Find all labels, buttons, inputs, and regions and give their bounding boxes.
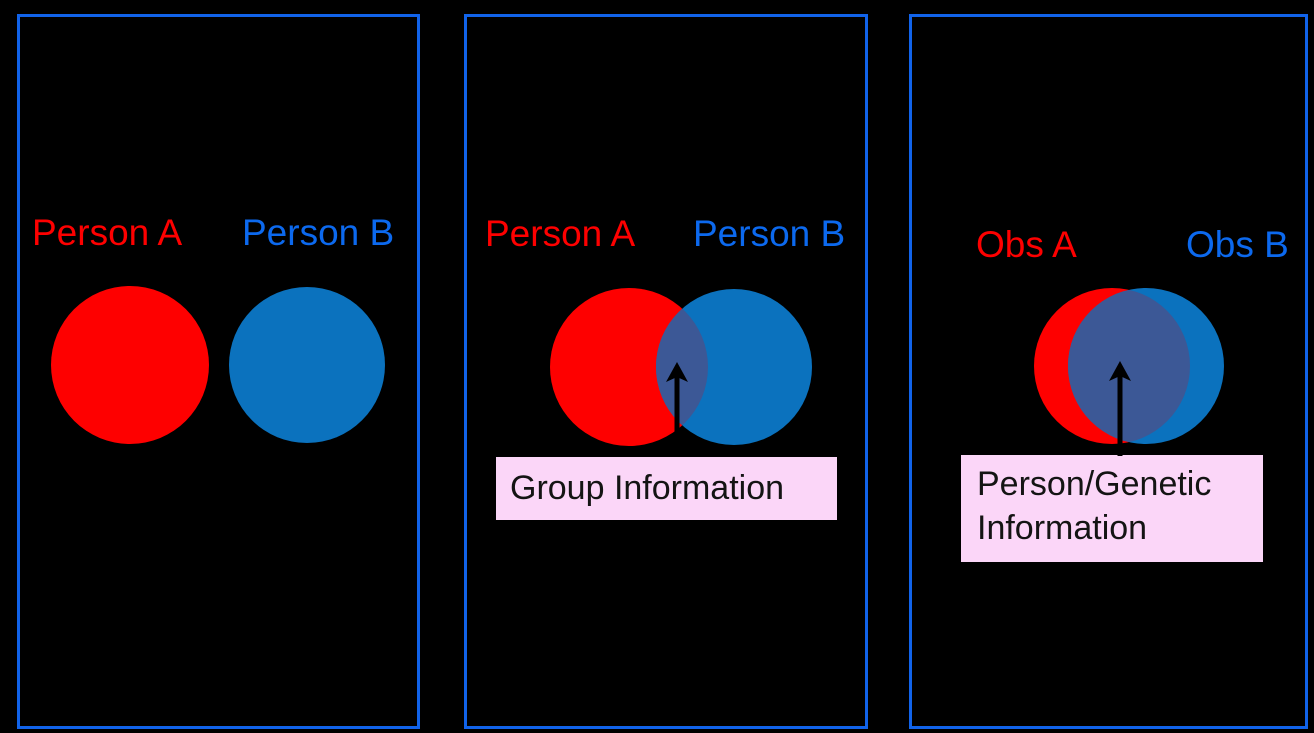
- arrow-head: [1109, 361, 1131, 381]
- person-b-label: Person B: [693, 213, 846, 254]
- venn-diagram-near-full-overlap: [1034, 288, 1224, 456]
- overlap-region: [1068, 288, 1190, 444]
- person-b-circle: [656, 289, 812, 445]
- obs-b-label: Obs B: [1186, 224, 1289, 265]
- obs-a-label: Obs A: [976, 224, 1077, 265]
- person-genetic-information-callout-text: Person/Genetic Information: [977, 465, 1212, 547]
- person-b-label: Person B: [242, 212, 395, 253]
- group-information-callout: Group Information: [496, 457, 837, 520]
- person-a-label: Person A: [485, 213, 636, 254]
- person-genetic-information-callout: Person/Genetic Information: [961, 455, 1263, 562]
- panel-no-overlap: Person A Person B: [17, 14, 420, 729]
- venn-diagram-partial-overlap: [550, 288, 812, 451]
- obs-a-circle: [1034, 288, 1190, 444]
- up-arrow: [666, 362, 688, 451]
- person-b-circle: [229, 287, 385, 443]
- obs-b-circle: [1068, 288, 1224, 444]
- panel-partial-overlap: Person A Person B Group Information: [464, 14, 868, 729]
- venn-diagram-no-overlap: [51, 286, 385, 444]
- person-a-circle: [550, 288, 708, 446]
- up-arrow: [1109, 361, 1131, 456]
- person-a-label: Person A: [32, 212, 183, 253]
- overlap-region: [656, 289, 708, 445]
- arrow-head: [666, 362, 688, 382]
- person-a-circle: [51, 286, 209, 444]
- group-information-callout-text: Group Information: [510, 469, 785, 507]
- panel-near-full-overlap: Obs A Obs B Person/Genetic Information: [909, 14, 1308, 729]
